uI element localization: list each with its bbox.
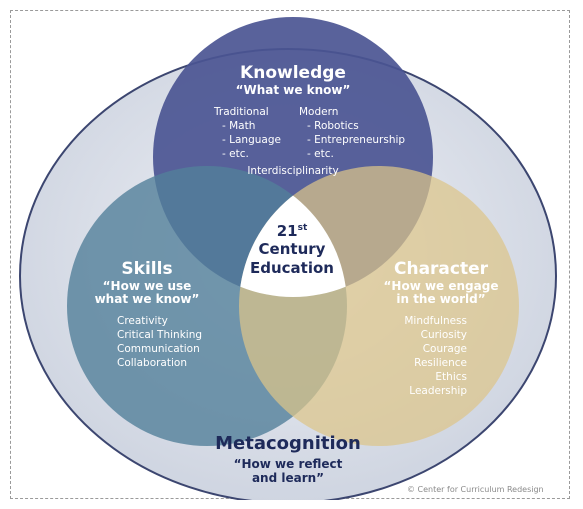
character-item: Leadership	[409, 385, 467, 397]
center-label: 21st Century Education	[237, 219, 347, 278]
character-title: Character	[393, 259, 489, 279]
character-subtitle-line: in the world”	[396, 292, 486, 306]
traditional-list: Traditional - Math - Language - etc.	[214, 105, 281, 161]
modern-item: - etc.	[307, 148, 334, 160]
modern-list: Modern - Robotics - Entrepreneurship - e…	[299, 105, 405, 161]
skills-subtitle-line: “How we use	[102, 279, 192, 293]
skills-item: Communication	[117, 343, 200, 355]
metacognition-subtitle-line: “How we reflect	[233, 457, 343, 471]
character-list: Mindfulness Curiosity Courage Resilience…	[371, 314, 467, 398]
skills-title: Skills	[121, 259, 173, 279]
knowledge-subtitle: “What we know”	[235, 83, 351, 97]
character-subtitle-line: “How we engage	[383, 279, 499, 293]
skills-list: Creativity Critical Thinking Communicati…	[117, 314, 202, 370]
character-subtitle: “How we engage in the world”	[361, 280, 521, 306]
skills-item: Critical Thinking	[117, 329, 203, 341]
center-overlap	[239, 166, 433, 297]
modern-item: - Robotics	[307, 120, 359, 132]
character-item: Ethics	[435, 371, 467, 383]
venn-diagram	[19, 17, 557, 500]
center-line2: Century	[258, 240, 326, 258]
character-item: Mindfulness	[404, 315, 467, 327]
character-item: Curiosity	[420, 329, 467, 341]
center-line3: Education	[250, 259, 334, 277]
knowledge-title: Knowledge	[240, 63, 346, 83]
traditional-item: - Language	[222, 134, 281, 146]
traditional-header: Traditional	[214, 106, 269, 118]
metacognition-title: Metacognition	[215, 433, 361, 454]
skills-subtitle-line: what we know”	[94, 292, 200, 306]
traditional-item: - Math	[222, 120, 256, 132]
skills-item: Collaboration	[117, 357, 187, 369]
character-item: Resilience	[414, 357, 467, 369]
metacognition-subtitle-line: and learn”	[251, 471, 325, 485]
modern-header: Modern	[299, 106, 339, 118]
credit-text: © Center for Curriculum Redesign	[407, 485, 544, 494]
diagram-frame: Knowledge “What we know” Traditional - M…	[10, 10, 570, 500]
modern-item: - Entrepreneurship	[307, 134, 406, 146]
center-superscript: st	[297, 223, 308, 233]
skills-subtitle: “How we use what we know”	[67, 280, 227, 306]
knowledge-footer: Interdisciplinarity	[247, 165, 339, 177]
traditional-item: - etc.	[222, 148, 249, 160]
character-item: Courage	[422, 343, 467, 355]
center-number: 21	[276, 222, 298, 240]
metacognition-subtitle: “How we reflect and learn”	[188, 457, 388, 485]
skills-item: Creativity	[117, 315, 168, 327]
